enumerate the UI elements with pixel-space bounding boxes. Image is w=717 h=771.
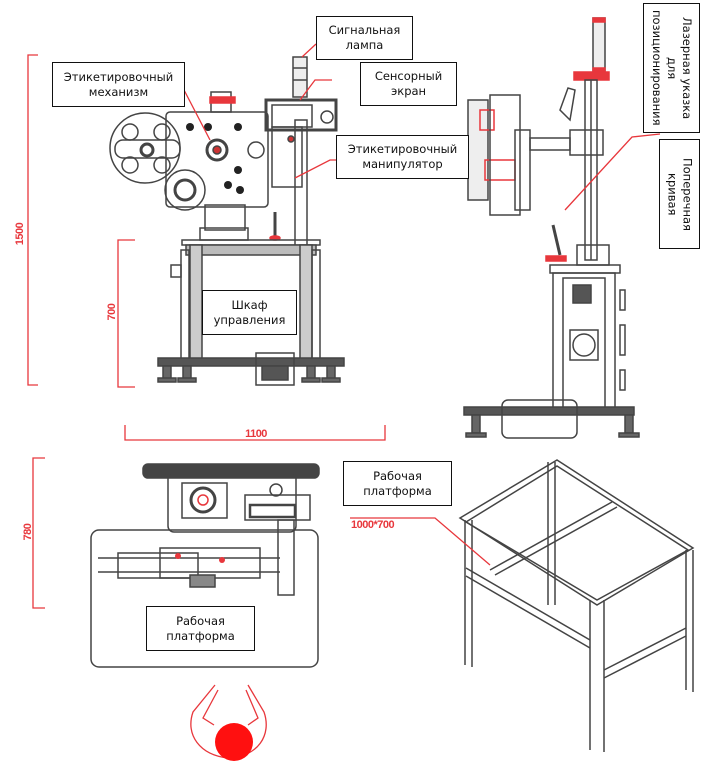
- side-view: [463, 17, 640, 439]
- dim-table-height: 700: [106, 303, 118, 321]
- label-signal-lamp: Сигнальная лампа: [316, 16, 413, 60]
- label-laser-pointer: Лазерная указка для позиционирования: [643, 3, 700, 133]
- label-work-platform-frame: Рабочая платформа: [343, 461, 452, 506]
- dim-width: 1100: [245, 428, 267, 440]
- top-view: [90, 463, 320, 668]
- operator-figure: [190, 684, 267, 761]
- dim-depth: 780: [22, 523, 34, 541]
- front-view: [109, 56, 345, 386]
- label-control-cabinet: Шкаф управления: [202, 290, 297, 335]
- label-labeling-manipulator: Этикетировочный манипулятор: [336, 135, 469, 179]
- platform-frame: [458, 459, 695, 752]
- label-touch-screen: Сенсорный экран: [360, 62, 457, 106]
- label-cross-curve: Поперечная кривая: [659, 139, 700, 249]
- dim-total-height: 1500: [14, 222, 26, 246]
- label-work-platform-top: Рабочая платформа: [146, 606, 255, 651]
- label-labeling-mechanism: Этикетировочный механизм: [52, 62, 185, 107]
- dim-platform-size: 1000*700: [351, 519, 395, 531]
